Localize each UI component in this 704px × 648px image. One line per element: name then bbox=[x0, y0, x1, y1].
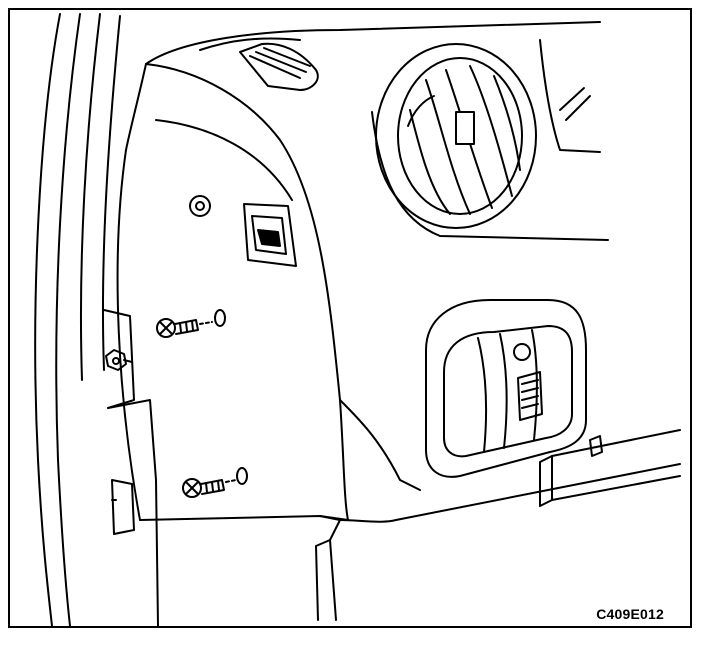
figure-frame bbox=[8, 8, 692, 628]
upper-screw bbox=[156, 309, 226, 338]
hex-nut bbox=[105, 349, 133, 371]
lower-dash bbox=[315, 429, 681, 621]
door-frame bbox=[34, 13, 121, 627]
lower-air-vent bbox=[425, 299, 587, 478]
dash-top bbox=[145, 21, 601, 91]
panel-switch bbox=[243, 203, 297, 267]
pillar-bracket bbox=[103, 309, 159, 627]
figure-code: C409E012 bbox=[596, 606, 664, 622]
dash-face bbox=[339, 39, 609, 491]
side-trim-panel bbox=[116, 63, 349, 521]
lower-screw bbox=[182, 467, 248, 498]
round-air-vent bbox=[375, 43, 537, 229]
trim-clip bbox=[189, 195, 211, 217]
